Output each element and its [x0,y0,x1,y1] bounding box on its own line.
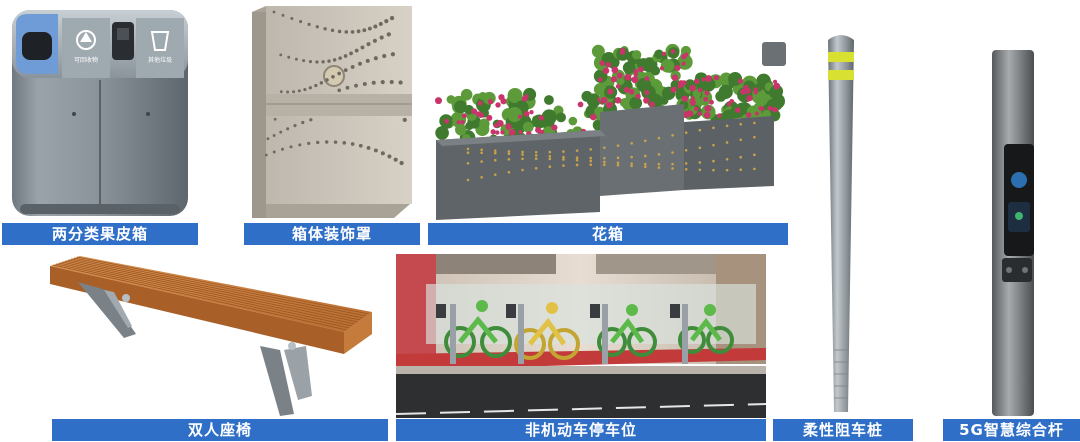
trash-bin-label: 两分类果皮箱 [2,223,198,245]
bike-parking-label: 非机动车停车位 [396,419,766,441]
flower-box-swatch-icon [760,40,788,68]
bench-label: 双人座椅 [52,419,388,441]
trash-icon [150,31,170,51]
bike-icon-4 [678,304,734,354]
smart-pole-label: 5G智慧综合杆 [943,419,1080,441]
bin-right-text: 其他垃圾 [148,56,172,64]
trash-bin-image: 可回收物 其他垃圾 [2,4,198,222]
box-cover-label: 箱体装饰罩 [244,223,420,245]
bike-parking-image [396,254,766,418]
bollard-image [816,30,866,418]
flower-box-label: 花箱 [428,223,788,245]
bike-icon-2 [514,302,580,360]
bollard-label: 柔性阻车桩 [773,419,913,441]
flower-box-image [428,30,788,222]
bike-icon [444,300,512,358]
box-cover-image [244,4,420,222]
bench-image [44,254,380,418]
smart-pole-image [986,48,1040,418]
bin-left-text: 可回收物 [74,56,98,64]
recycle-icon [76,30,96,50]
bike-icon-3 [597,304,657,357]
